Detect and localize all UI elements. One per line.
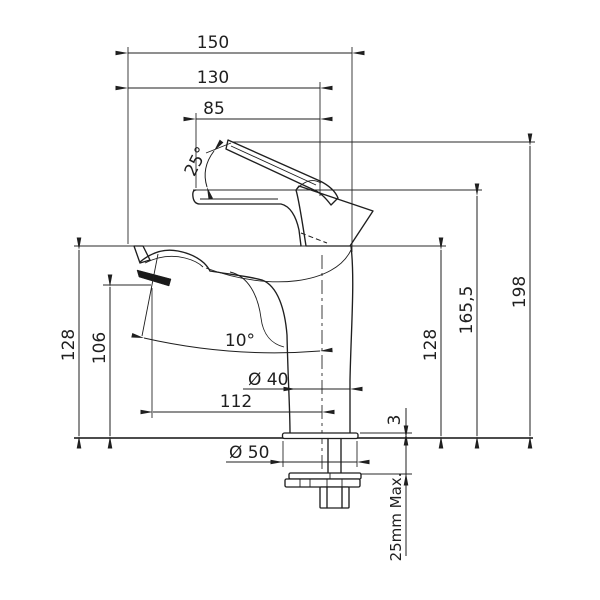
dim-base-plate-thickness-label: 3 — [385, 415, 405, 426]
dim-deck-height-right: 128 — [421, 237, 444, 449]
handle-rest — [192, 189, 302, 247]
mounting-washer — [288, 472, 362, 480]
cartridge-housing — [295, 180, 374, 247]
dim-body-diameter: Ø 40 — [243, 370, 363, 392]
dim-max-mounting-thickness-label: 25mm Max. — [387, 473, 405, 562]
dim-spout-reach-label: 112 — [220, 392, 252, 412]
dim-handle-to-body-label: 85 — [203, 99, 225, 119]
dim-handle-open-angle: 25° — [181, 139, 232, 200]
dimensions: 150 130 85 25° 10° 128 — [59, 33, 533, 562]
extension-lines — [74, 47, 535, 478]
dim-base-plate-thickness: 3 — [385, 408, 409, 446]
dim-handle-rest-height-label: 165,5 — [457, 286, 477, 335]
dim-base-diameter-label: Ø 50 — [229, 443, 269, 463]
dim-overall-width: 150 — [115, 33, 365, 56]
aerator-outlet-face — [136, 269, 172, 287]
dim-spout-height-left: 128 — [59, 237, 82, 449]
dim-overall-height: 198 — [510, 133, 533, 449]
aerator-dome — [139, 249, 211, 272]
dim-overall-height-label: 198 — [510, 276, 530, 308]
spout-front-lip — [133, 245, 151, 264]
body-back-edge — [349, 245, 354, 434]
handle-raised — [225, 139, 339, 206]
dim-stream-angle-label: 10° — [225, 331, 255, 351]
faucet-outline — [133, 139, 374, 509]
dim-width-to-body-center: 130 — [115, 68, 333, 91]
dim-body-diameter-label: Ø 40 — [248, 370, 288, 390]
dim-deck-height-right-label: 128 — [421, 329, 441, 361]
dim-base-diameter: Ø 50 — [226, 443, 370, 465]
mounting-nut — [319, 486, 350, 509]
dim-handle-rest-height: 165,5 — [457, 183, 480, 449]
dim-overall-width-label: 150 — [197, 33, 229, 53]
base-flange — [281, 432, 359, 440]
body-interior-curve — [205, 249, 352, 283]
dim-handle-to-body: 85 — [183, 99, 333, 122]
dim-spout-height-left-label: 128 — [59, 329, 79, 361]
dim-aerator-height-label: 106 — [90, 332, 110, 364]
dim-max-mounting-thickness: 25mm Max. — [387, 425, 409, 562]
body-front-edge — [209, 270, 291, 434]
dim-handle-open-angle-label: 25° — [181, 144, 213, 180]
dim-aerator-height: 106 — [90, 274, 113, 449]
base-hardware — [281, 432, 362, 509]
dim-width-to-body-center-label: 130 — [197, 68, 229, 88]
spout-body — [133, 245, 354, 434]
dim-spout-reach: 112 — [140, 392, 335, 415]
clamping-plate — [284, 478, 361, 488]
dim-stream-angle: 10° — [131, 253, 333, 354]
